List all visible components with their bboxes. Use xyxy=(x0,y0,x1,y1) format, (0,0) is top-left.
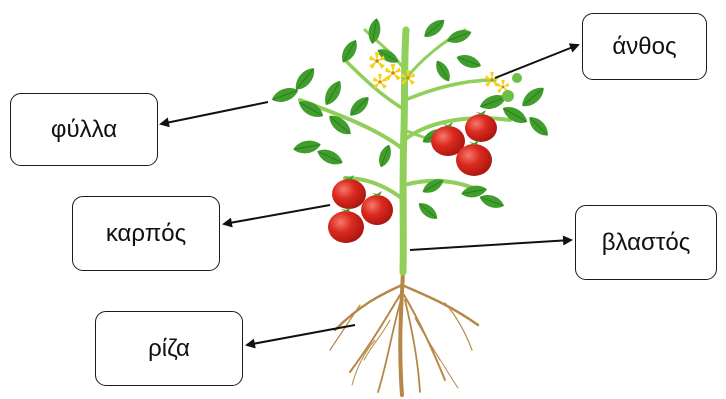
arrow-flower xyxy=(495,45,578,78)
label-flower: άνθος xyxy=(582,13,707,80)
label-stem: βλαστός xyxy=(575,205,717,280)
arrow-root xyxy=(247,325,355,345)
tomato xyxy=(332,179,366,209)
label-root: ρίζα xyxy=(95,311,243,386)
tomato xyxy=(328,211,364,243)
tomato xyxy=(456,144,492,176)
arrow-leaves xyxy=(161,102,268,124)
pointer-arrows xyxy=(161,45,578,345)
label-leaves: φύλλα xyxy=(10,93,158,166)
unripe-fruit xyxy=(502,73,522,102)
arrow-stem xyxy=(410,240,571,250)
label-fruit: καρπός xyxy=(72,196,220,271)
tomato xyxy=(465,114,497,142)
arrow-fruit xyxy=(224,205,330,224)
root-system xyxy=(330,270,478,395)
tomato xyxy=(361,195,393,225)
